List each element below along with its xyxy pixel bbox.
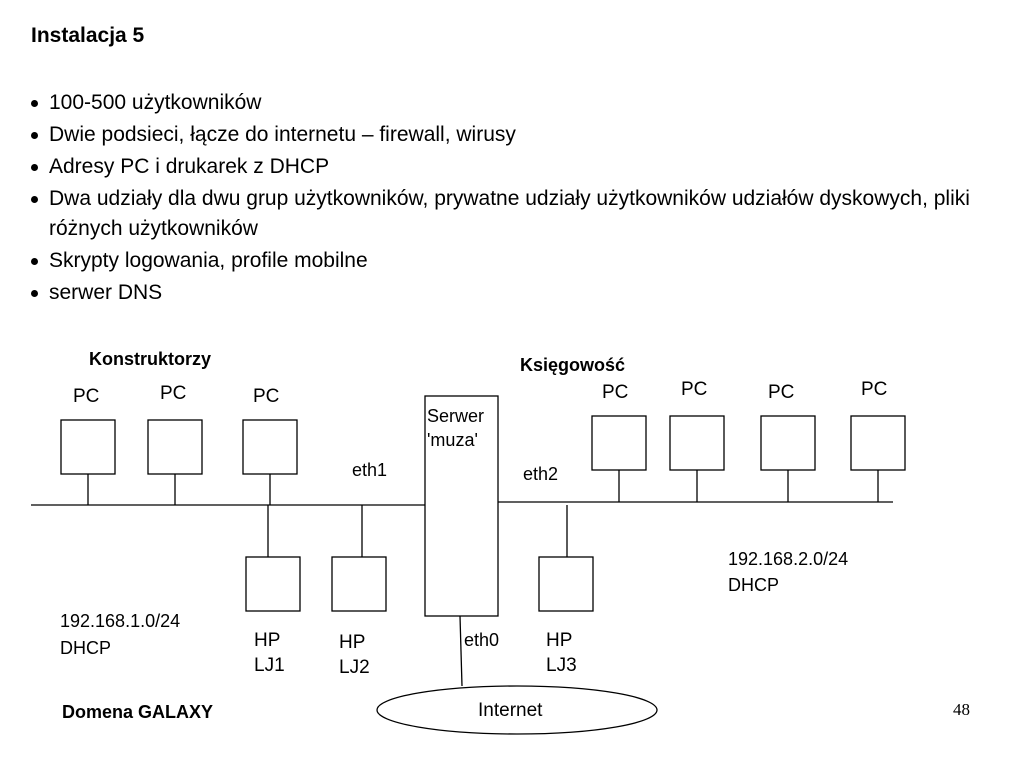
interface-label-eth0: eth0: [464, 630, 500, 650]
pc-box: [147, 419, 203, 475]
printer-box: [331, 556, 387, 612]
domain-label: Domena GALAXY: [62, 702, 214, 722]
printer-label-line2: LJ3: [546, 655, 577, 676]
pc-label: PC: [253, 386, 280, 407]
bullet-item: Dwie podsieci, łącze do internetu – fire…: [31, 120, 1006, 150]
group-label-konstruktorzy: Konstruktorzy: [89, 349, 212, 369]
pc-label: PC: [160, 383, 187, 404]
bullet-list: 100-500 użytkowników Dwie podsieci, łącz…: [31, 88, 1006, 310]
bullet-text: Dwie podsieci, łącze do internetu – fire…: [49, 123, 516, 146]
server-internet-link: [459, 615, 463, 687]
bullet-dot-icon: [31, 196, 38, 203]
subnet-right-dhcp: DHCP: [728, 575, 780, 595]
printer-box: [245, 556, 301, 612]
pc-label: PC: [768, 382, 795, 403]
pc-label: PC: [861, 379, 888, 400]
bullet-dot-icon: [31, 100, 38, 107]
bullet-dot-icon: [31, 132, 38, 139]
bullet-item: 100-500 użytkowników: [31, 88, 1006, 118]
internet-ellipse: [376, 685, 658, 735]
pc-box: [60, 419, 116, 475]
server-name-line1: Serwer: [427, 406, 485, 426]
internet-label: Internet: [478, 700, 543, 721]
pc-label: PC: [681, 379, 708, 400]
pc-box: [760, 415, 816, 471]
bullet-text: serwer DNS: [49, 281, 163, 304]
subnet-left-address: 192.168.1.0/24: [60, 611, 181, 631]
bullet-item: Dwa udziały dla dwu grup użytkowników, p…: [31, 184, 1006, 244]
printer-box: [538, 556, 594, 612]
pc-box: [669, 415, 725, 471]
page-number: 48: [953, 700, 970, 719]
printer-label-line1: HP: [339, 632, 366, 653]
printer-label-line2: LJ2: [339, 657, 370, 678]
printer-label-line1: HP: [254, 630, 281, 651]
pc-label: PC: [602, 382, 629, 403]
bullet-dot-icon: [31, 164, 38, 171]
interface-label-eth2: eth2: [523, 464, 559, 484]
bullet-text: Adresy PC i drukarek z DHCP: [49, 155, 330, 178]
server-box: [424, 395, 499, 617]
subnet-right-address: 192.168.2.0/24: [728, 549, 849, 569]
bullet-dot-icon: [31, 258, 38, 265]
pc-label: PC: [73, 386, 100, 407]
subnet-left-dhcp: DHCP: [60, 638, 112, 658]
interface-label-eth1: eth1: [352, 460, 388, 480]
bullet-text: 100-500 użytkowników: [49, 91, 262, 114]
bullet-item: Skrypty logowania, profile mobilne: [31, 246, 1006, 276]
bullet-item: Adresy PC i drukarek z DHCP: [31, 152, 1006, 182]
server-name-line2: 'muza': [427, 430, 478, 450]
printer-label-line1: HP: [546, 630, 573, 651]
printer-label-line2: LJ1: [254, 655, 285, 676]
slide-title: Instalacja 5: [31, 24, 145, 47]
pc-box: [242, 419, 298, 475]
bullet-item: serwer DNS: [31, 278, 1006, 308]
pc-box: [591, 415, 647, 471]
pc-box: [850, 415, 906, 471]
bullet-dot-icon: [31, 290, 38, 297]
group-label-ksiegowosc: Księgowość: [520, 355, 626, 375]
bullet-text: Dwa udziały dla dwu grup użytkowników, p…: [49, 187, 970, 240]
bullet-text: Skrypty logowania, profile mobilne: [49, 249, 368, 272]
